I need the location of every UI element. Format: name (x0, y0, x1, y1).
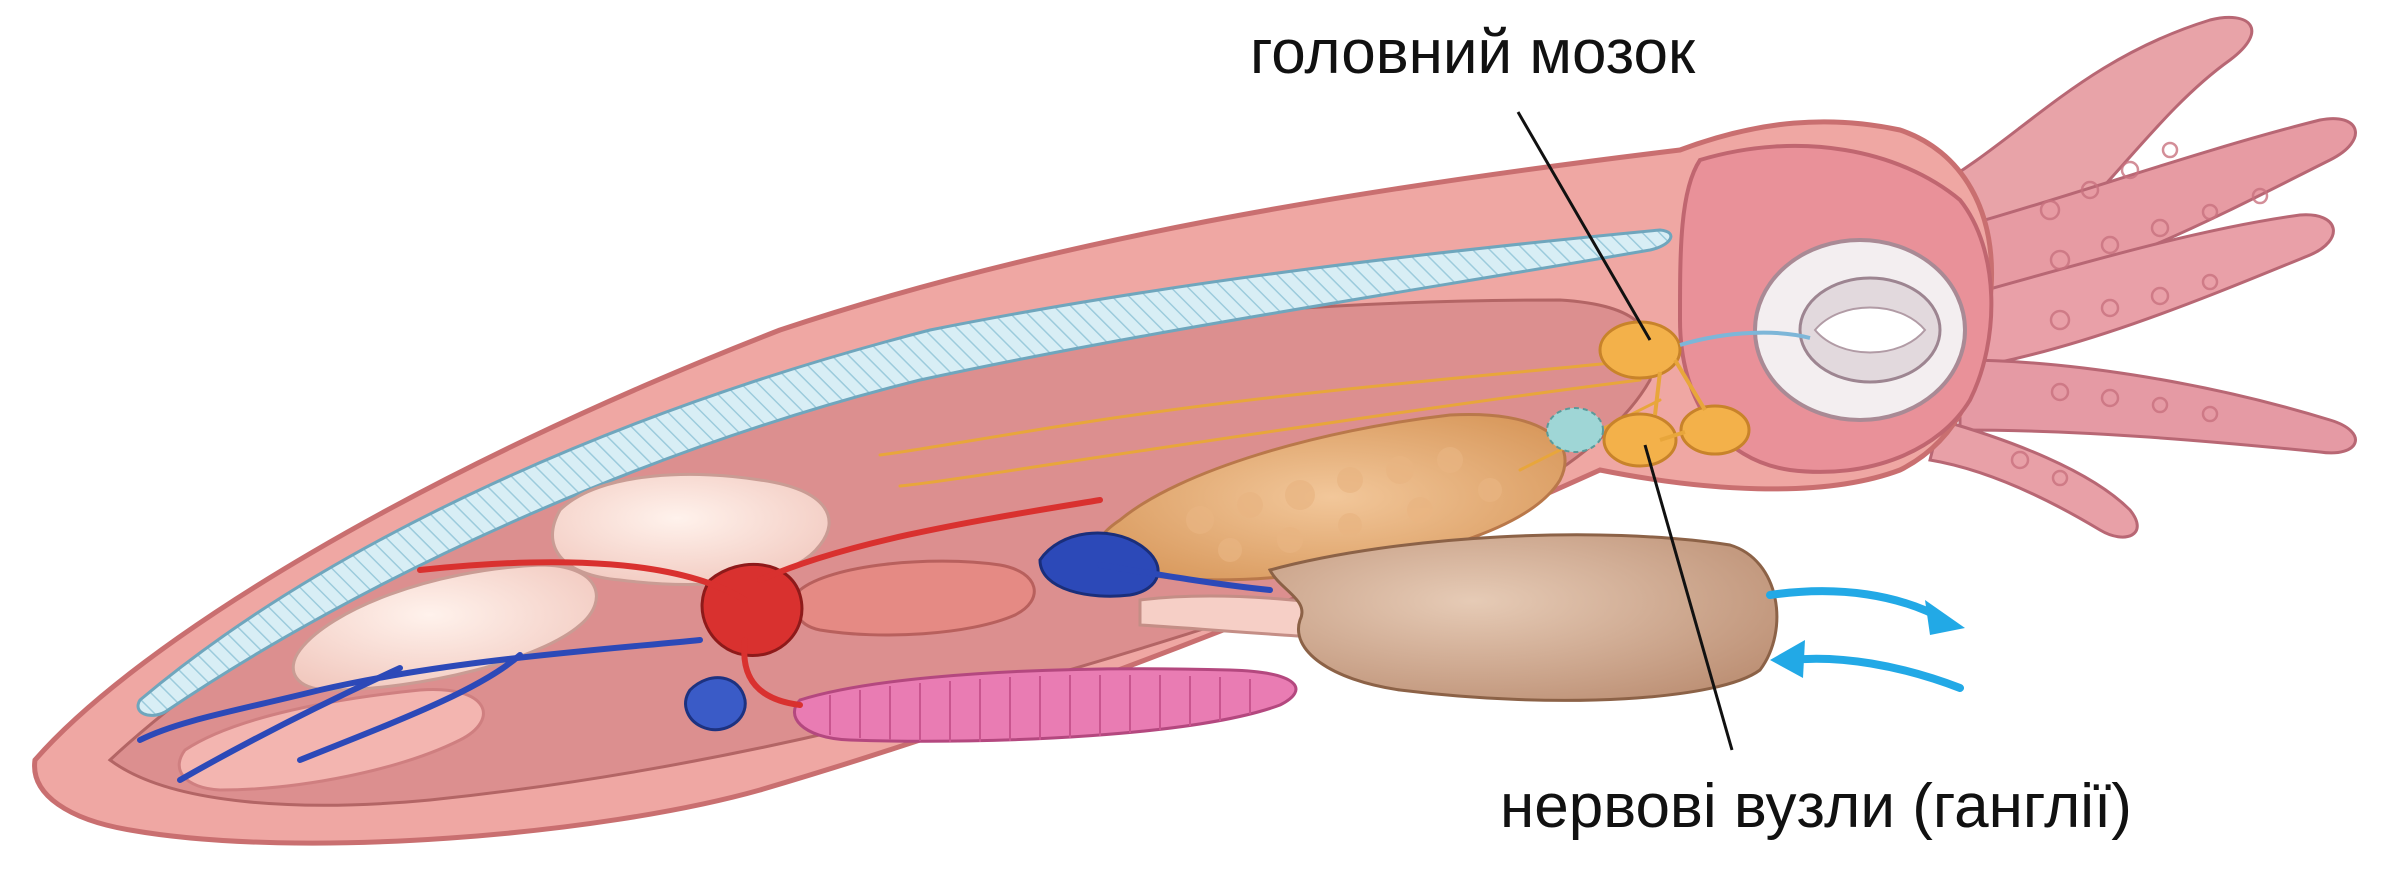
cerebral-ganglion (1600, 322, 1680, 378)
water-in-arrow-icon (1770, 640, 1960, 688)
funnel (1270, 535, 1777, 701)
branchial-heart (686, 678, 746, 730)
systemic-heart (702, 564, 802, 655)
ganglia-label: нервові вузли (ганглії) (1500, 776, 2132, 838)
brain-label: головний мозок (1250, 22, 1695, 84)
statocyst (1547, 408, 1603, 452)
stellate-ganglion (1681, 406, 1749, 454)
water-out-arrow-icon (1770, 591, 1965, 635)
eye (1755, 240, 1965, 420)
